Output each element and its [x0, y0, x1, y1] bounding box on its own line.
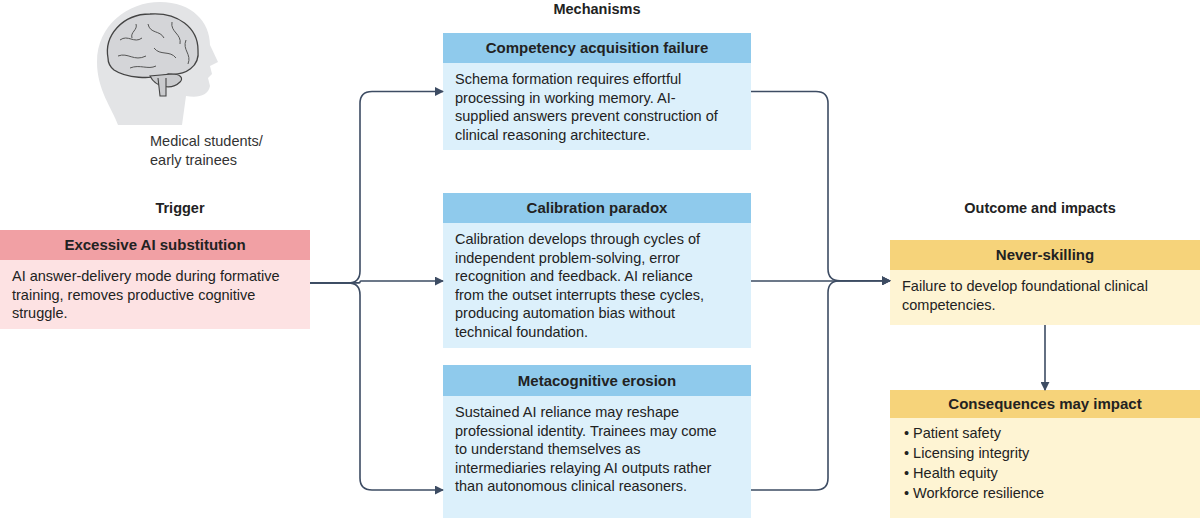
head-illustration [0, 0, 260, 130]
flow-arrow [1044, 325, 1046, 390]
column-heading: Mechanisms [497, 0, 697, 19]
box-heading: Metacognitive erosion [443, 365, 751, 396]
flow-arrow [751, 281, 890, 490]
head-silhouette [97, 2, 218, 125]
body-text: AI answer-delivery mode during formative… [12, 267, 280, 323]
box-body: Sustained AI reliance may reshape profes… [443, 396, 751, 502]
box-heading: Calibration paradox [443, 193, 751, 223]
box-heading: Never-skilling [890, 240, 1200, 270]
bullet-item: • Licensing integrity [904, 443, 1188, 463]
flow-arrow [310, 92, 443, 283]
bullet-item: • Health equity [904, 463, 1188, 483]
box-heading: Consequences may impact [890, 390, 1200, 418]
trigger-box: Excessive AI substitution AI answer-deliv… [0, 230, 310, 329]
box-heading: Excessive AI substitution [0, 230, 310, 260]
body-text: Schema formation requires effortful proc… [455, 70, 721, 144]
mechanism-box: Metacognitive erosionSustained AI relian… [443, 365, 751, 518]
mechanism-box: Calibration paradoxCalibration develops … [443, 193, 751, 348]
brain-gyri [118, 22, 189, 68]
box-body: Failure to develop foundational clinical… [890, 270, 1200, 320]
box-body: Schema formation requires effortful proc… [443, 63, 751, 150]
body-text: Failure to develop foundational clinical… [902, 277, 1170, 314]
body-text: Calibration develops through cycles of i… [455, 230, 721, 341]
consequence-box: Consequences may impact• Patient safety•… [890, 390, 1200, 518]
flow-arrow [310, 281, 443, 283]
mechanism-box: Competency acquisition failureSchema for… [443, 33, 751, 150]
box-body: • Patient safety• Licensing integrity• H… [890, 418, 1200, 507]
box-body: AI answer-delivery mode during formative… [0, 260, 310, 329]
bullet-item: • Patient safety [904, 423, 1188, 443]
flow-arrow [751, 92, 890, 281]
column-heading: Trigger [120, 199, 240, 218]
actor-label: Medical students/ early trainees [150, 132, 280, 170]
bullet-item: • Workforce resilience [904, 483, 1188, 503]
body-text: Sustained AI reliance may reshape profes… [455, 403, 721, 496]
column-heading: Outcome and impacts [940, 199, 1140, 218]
flow-arrow [310, 283, 443, 490]
flow-arrow [751, 280, 890, 282]
box-heading: Competency acquisition failure [443, 33, 751, 63]
outcome-box: Never-skillingFailure to develop foundat… [890, 240, 1200, 325]
brain-cerebrum [107, 14, 198, 78]
box-body: Calibration develops through cycles of i… [443, 223, 751, 347]
brain-stem [158, 78, 166, 96]
